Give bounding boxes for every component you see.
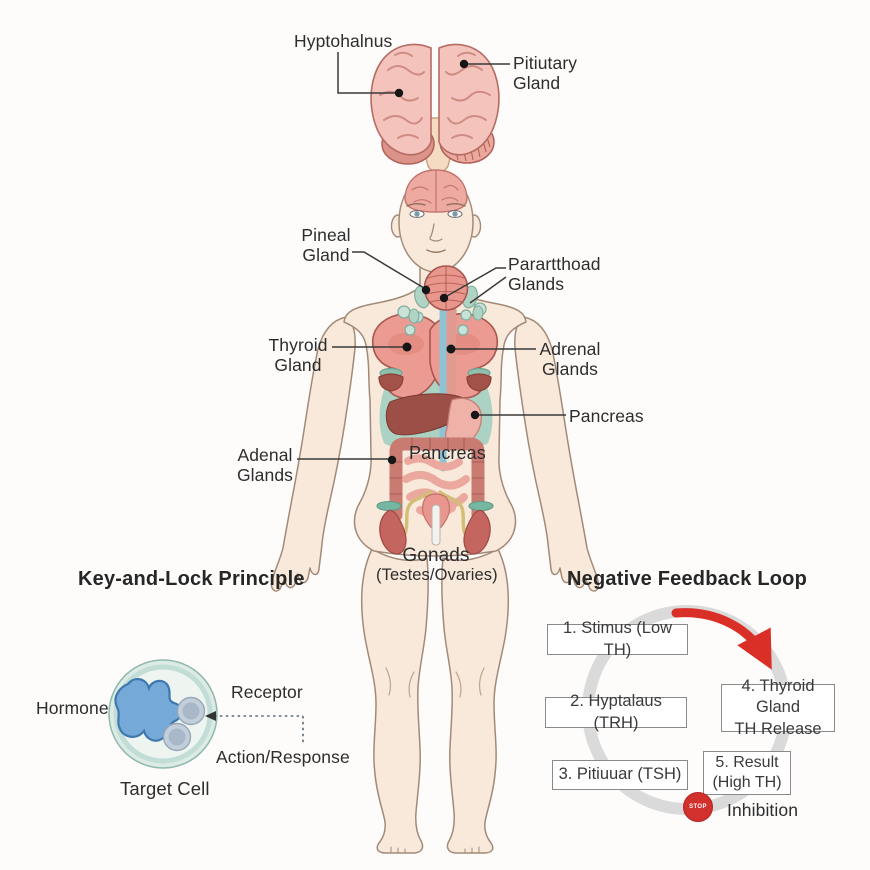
adrenal-bowl-left — [378, 367, 404, 392]
feedback-step-3: 3. Pitiuuar (TSH) — [552, 760, 688, 790]
receptor-sites — [162, 696, 206, 752]
gonads-sub-label: (Testes/Ovaries) — [376, 566, 498, 584]
parathyroid-label: Parartthoad Glands — [508, 254, 601, 295]
leg-right — [441, 548, 510, 854]
hypothalamus-label: Hyptohalnus — [294, 31, 393, 51]
adrenal-right-label: Adrenal Glands — [539, 339, 601, 380]
brain-hemisphere-left — [370, 43, 432, 156]
internal-organs — [371, 265, 499, 556]
receptor-pointer — [205, 711, 304, 745]
thyroid-label: Thyroid Gland — [268, 335, 328, 376]
feedback-step-1: 1. Stimus (Low TH) — [547, 619, 688, 659]
receptor-label: Receptor — [231, 682, 303, 702]
toes-left — [390, 846, 406, 854]
knee-crease-left — [385, 667, 415, 698]
target-cell-illustration — [108, 659, 304, 769]
pelvic-slit — [431, 504, 441, 546]
target-cell-label: Target Cell — [120, 778, 210, 799]
feedback-step-2: 2. Hyptalaus (TRH) — [545, 692, 687, 732]
hormone-label: Hormone — [36, 698, 109, 718]
brain-illustration — [370, 43, 500, 189]
pancreas-overlay-label: Pancreas — [409, 443, 486, 463]
action-response-label: Action/Response — [216, 747, 350, 767]
neck-gland — [408, 265, 484, 324]
large-intestine — [389, 437, 485, 522]
feedback-step-4: 4. Thyroid Gland TH Release — [721, 677, 835, 738]
head-brain — [404, 169, 468, 213]
feedback-loop-title: Negative Feedback Loop — [567, 568, 808, 590]
brain-gyri-left — [379, 51, 425, 139]
key-lock-title: Key-and-Lock Principle — [78, 568, 305, 590]
face-features — [406, 203, 466, 253]
adrenal-left-label: Adenal Glands — [236, 445, 294, 486]
pineal-label: Pineal Gland — [301, 225, 351, 266]
dotted-arrowhead-icon — [205, 711, 216, 721]
adrenal-bowl-right — [466, 367, 492, 392]
pelvic-organs-left — [376, 490, 432, 555]
feedback-step-5: 5. Result (High TH) — [703, 751, 791, 795]
pituitary-label: Pitiutary Gland — [513, 53, 578, 94]
stop-sign-icon: STOP — [683, 792, 713, 822]
leader-lines — [297, 52, 566, 460]
red-curved-arrow-icon — [671, 608, 772, 670]
leg-left — [360, 548, 429, 854]
inhibition-label: Inhibition — [727, 800, 799, 820]
gonads-label: Gonads — [402, 545, 470, 566]
pancreas-side-label: Pancreas — [569, 406, 644, 426]
leader-dots — [387, 59, 480, 465]
arm-left — [270, 316, 356, 592]
